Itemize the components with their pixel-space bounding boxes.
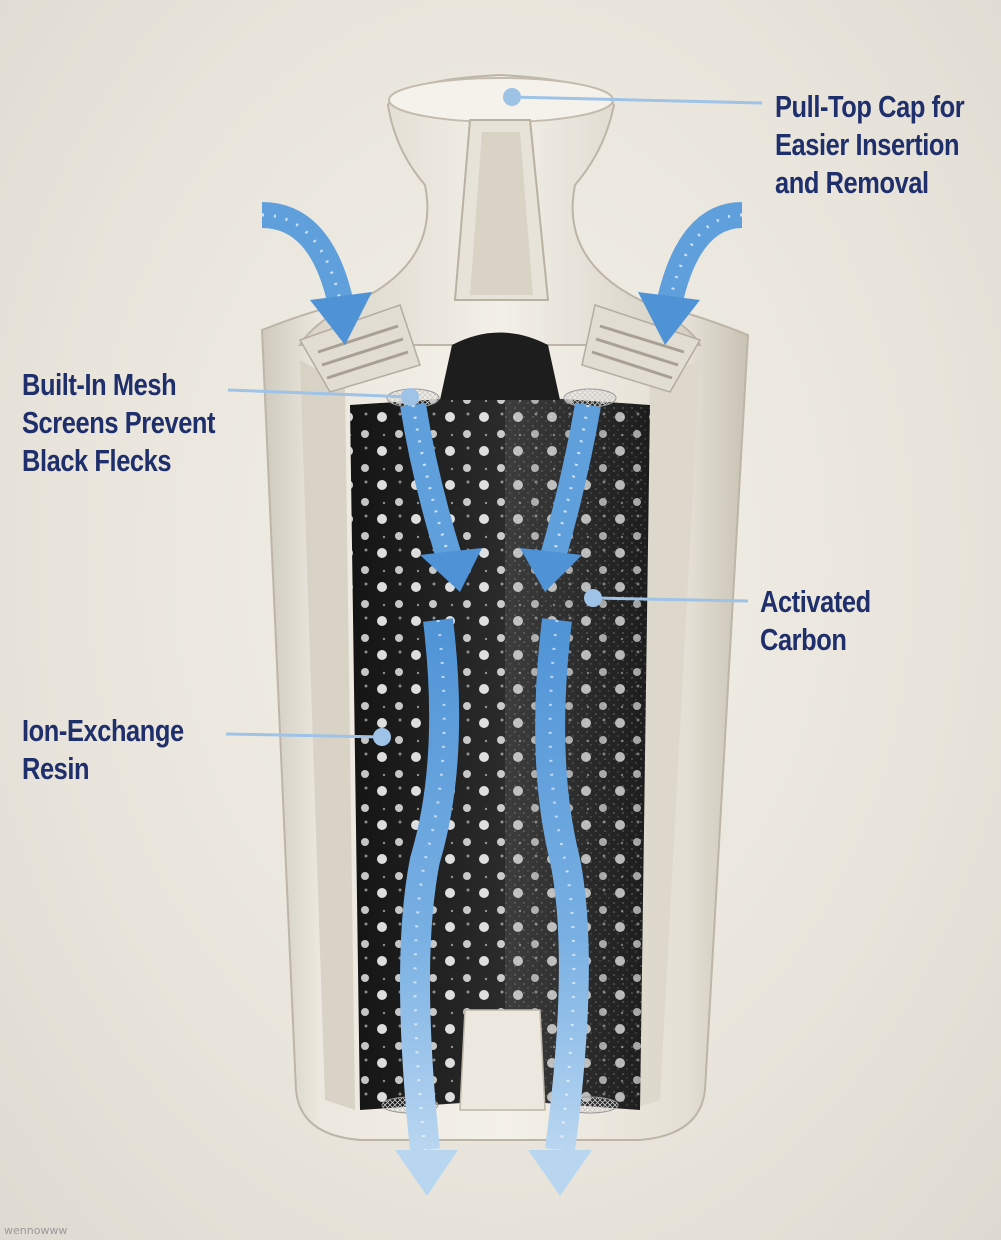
callout-cap-line-1: Pull-Top Cap for bbox=[775, 89, 965, 124]
callout-carbon-line-1: Activated bbox=[760, 584, 871, 619]
callout-resin-leader bbox=[225, 728, 391, 746]
callout-resin-line-1: Ion-Exchange bbox=[22, 713, 184, 748]
outlet-arrow-right-icon bbox=[528, 618, 592, 1196]
callout-activated-carbon: Activated Carbon bbox=[760, 583, 871, 659]
callout-dot-icon bbox=[503, 88, 521, 106]
callout-mesh-screens: Built-In Mesh Screens Prevent Black Flec… bbox=[22, 366, 216, 480]
callout-dot-icon bbox=[401, 388, 419, 406]
callout-dot-icon bbox=[584, 589, 602, 607]
callout-cap-line-2: Easier Insertion bbox=[775, 127, 960, 162]
flow-arrow-inner-right-icon bbox=[520, 402, 601, 592]
callout-carbon-line-2: Carbon bbox=[760, 622, 847, 657]
callout-mesh-line-1: Built-In Mesh bbox=[22, 367, 177, 402]
mesh-screen-right bbox=[563, 388, 617, 408]
inlet-arrow-left-icon bbox=[261, 202, 372, 345]
callout-dot-icon bbox=[373, 728, 391, 746]
outlet-arrow-left-icon bbox=[395, 618, 460, 1196]
callout-pull-top-cap: Pull-Top Cap for Easier Insertion and Re… bbox=[775, 88, 965, 202]
flow-arrow-inner-left-icon bbox=[400, 402, 482, 592]
callout-cap-line-3: and Removal bbox=[775, 165, 929, 200]
watermark-text: wennowww bbox=[4, 1224, 68, 1237]
callout-mesh-line-2: Screens Prevent bbox=[22, 405, 216, 440]
callout-mesh-leader bbox=[227, 388, 419, 406]
inlet-arrow-right-icon bbox=[638, 202, 743, 345]
callout-cap-leader bbox=[503, 88, 763, 106]
callout-mesh-line-3: Black Flecks bbox=[22, 443, 172, 478]
callout-resin-line-2: Resin bbox=[22, 751, 90, 786]
callout-ion-exchange-resin: Ion-Exchange Resin bbox=[22, 712, 184, 788]
callout-carbon-leader bbox=[584, 589, 749, 607]
